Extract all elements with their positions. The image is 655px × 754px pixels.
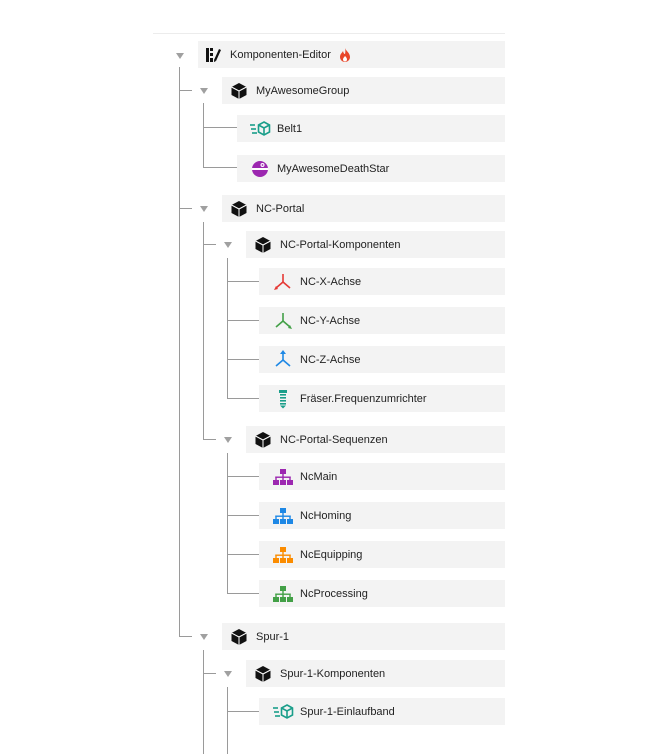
tree-node-item[interactable]: Spur-1-Einlaufband	[259, 698, 505, 725]
tree-line	[179, 208, 192, 209]
axis-icon	[272, 349, 294, 371]
tree-line	[227, 476, 259, 477]
tree-node-label: NC-Portal	[256, 202, 305, 215]
component-editor-icon	[202, 44, 224, 66]
tree-line	[203, 167, 237, 168]
tree-node-label: Belt1	[277, 122, 303, 135]
tree-line	[179, 90, 192, 91]
sitemap-icon	[272, 583, 294, 605]
conveyor-belt-icon	[272, 701, 294, 723]
tree-node-item[interactable]: NC-Z-Achse	[259, 346, 505, 373]
tree-node-label: NC-X-Achse	[300, 275, 362, 288]
top-divider	[153, 33, 505, 34]
tree-line	[227, 320, 259, 321]
tree-line	[227, 359, 259, 360]
tree-node-item[interactable]: MyAwesomeDeathStar	[237, 155, 505, 182]
tree-node-item[interactable]: NC-Y-Achse	[259, 307, 505, 334]
conveyor-belt-icon	[249, 118, 271, 140]
tree-node-group[interactable]: MyAwesomeGroup	[222, 77, 505, 104]
tree-node-label: NC-Z-Achse	[300, 353, 361, 366]
tree-node-item[interactable]: NcEquipping	[259, 541, 505, 568]
sitemap-icon	[272, 544, 294, 566]
expand-caret[interactable]	[224, 671, 232, 677]
tree-node-label: Spur-1-Einlaufband	[300, 705, 395, 718]
tree-line	[203, 127, 237, 128]
tree-line	[179, 636, 192, 637]
tree-line	[227, 515, 259, 516]
tree-node-item[interactable]: NcProcessing	[259, 580, 505, 607]
tree-line	[203, 650, 204, 754]
tree-node-group[interactable]: Spur-1-Komponenten	[246, 660, 505, 687]
tree-node-group[interactable]: Spur-1	[222, 623, 505, 650]
tree-node-label: NcHoming	[300, 509, 352, 522]
drill-bit-icon	[272, 388, 294, 410]
tree-node-group[interactable]: NC-Portal-Komponenten	[246, 231, 505, 258]
tree-line	[227, 281, 259, 282]
tree-line	[203, 244, 216, 245]
tree-node-label: NcEquipping	[300, 548, 363, 561]
tree-node-label: NC-Y-Achse	[300, 314, 361, 327]
sitemap-icon	[272, 505, 294, 527]
tree-node-label: Fräser.Frequenzumrichter	[300, 392, 427, 405]
sitemap-icon	[272, 466, 294, 488]
tree-node-label: Spur-1	[256, 630, 290, 643]
tree-node-label: NC-Portal-Sequenzen	[280, 433, 388, 446]
tree-node-label: NC-Portal-Komponenten	[280, 238, 401, 251]
cube-icon	[228, 198, 250, 220]
tree-line	[203, 673, 216, 674]
tree-node-group[interactable]: NC-Portal	[222, 195, 505, 222]
axis-icon	[272, 310, 294, 332]
tree-line	[227, 593, 259, 594]
tree-line	[227, 554, 259, 555]
cube-icon	[228, 80, 250, 102]
tree-line	[203, 439, 216, 440]
tree-line	[227, 687, 228, 754]
tree-line	[227, 398, 259, 399]
expand-caret[interactable]	[224, 242, 232, 248]
death-star-icon	[249, 158, 271, 180]
cube-icon	[228, 626, 250, 648]
tree-line	[203, 103, 204, 167]
tree-line	[227, 711, 259, 712]
tree-node-root[interactable]: Komponenten-Editor	[198, 41, 505, 68]
tree-node-label: Komponenten-Editor	[230, 48, 331, 61]
tree-node-group[interactable]: NC-Portal-Sequenzen	[246, 426, 505, 453]
cube-icon	[252, 429, 274, 451]
tree-line	[203, 222, 204, 439]
tree-node-label: MyAwesomeDeathStar	[277, 162, 390, 175]
tree-node-item[interactable]: NcMain	[259, 463, 505, 490]
expand-caret[interactable]	[224, 437, 232, 443]
tree-node-label: Spur-1-Komponenten	[280, 667, 386, 680]
tree-node-item[interactable]: Belt1	[237, 115, 505, 142]
expand-caret[interactable]	[200, 88, 208, 94]
cube-icon	[252, 663, 274, 685]
tree-line	[227, 453, 228, 593]
flame-icon	[339, 47, 351, 62]
tree-node-item[interactable]: Fräser.Frequenzumrichter	[259, 385, 505, 412]
tree-node-label: MyAwesomeGroup	[256, 84, 350, 97]
expand-caret[interactable]	[176, 53, 184, 59]
tree-node-item[interactable]: NcHoming	[259, 502, 505, 529]
tree-node-label: NcProcessing	[300, 587, 368, 600]
cube-icon	[252, 234, 274, 256]
expand-caret[interactable]	[200, 206, 208, 212]
axis-icon	[272, 271, 294, 293]
tree-line	[227, 258, 228, 398]
expand-caret[interactable]	[200, 634, 208, 640]
tree-line	[179, 67, 180, 636]
tree-node-item[interactable]: NC-X-Achse	[259, 268, 505, 295]
tree-node-label: NcMain	[300, 470, 338, 483]
